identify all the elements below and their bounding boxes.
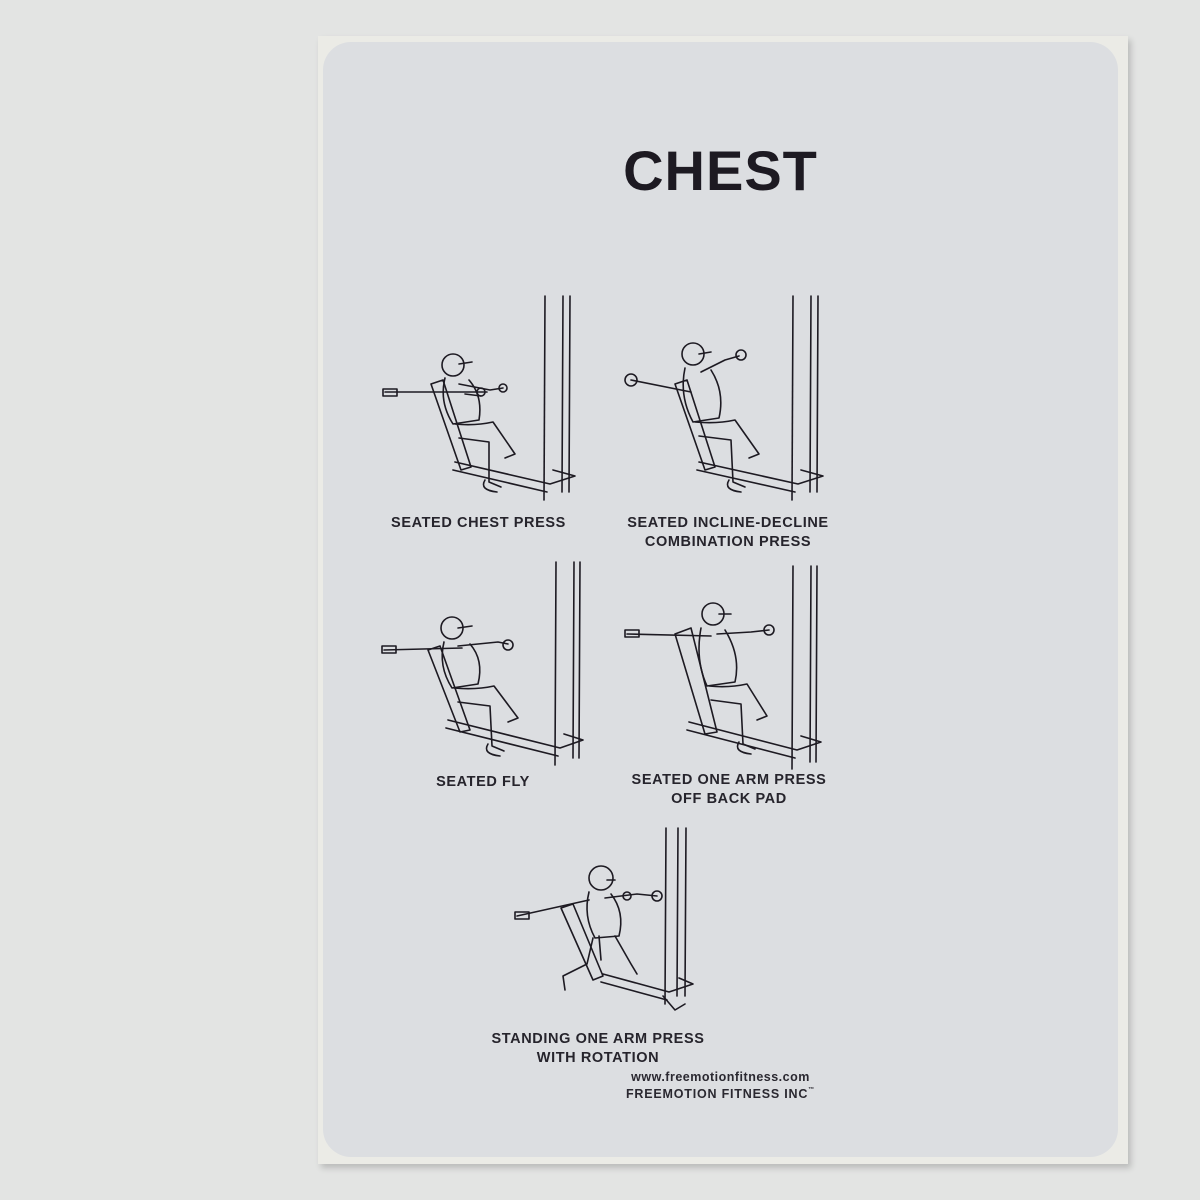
exercise-caption-3: SEATED FLY: [436, 774, 530, 790]
exercise-caption-5: STANDING ONE ARM PRESS WITH ROTATION: [491, 1031, 705, 1066]
exercise-illustration-seated-fly: [378, 560, 588, 770]
page-title: CHEST: [623, 139, 818, 202]
exercise-caption-4: SEATED ONE ARM PRESS OFF BACK PAD: [631, 772, 827, 807]
exercise-illustration-standing-one-arm-press: [503, 824, 723, 1024]
exercise-caption-2: SEATED INCLINE-DECLINE COMBINATION PRESS: [627, 515, 829, 550]
exercise-caption-1: SEATED CHEST PRESS: [391, 515, 566, 531]
company-name: FREEMOTION FITNESS INC™: [626, 1087, 815, 1101]
website-url: www.freemotionfitness.com: [631, 1070, 810, 1084]
trademark-symbol: ™: [808, 1087, 815, 1093]
exercise-illustration-seated-chest-press: [375, 292, 585, 507]
exercise-illustration-seated-one-arm-press: [621, 564, 831, 774]
exercise-illustration-seated-incline-decline-press: [621, 292, 831, 507]
chest-exercise-sticker: CHEST: [323, 42, 1118, 1157]
